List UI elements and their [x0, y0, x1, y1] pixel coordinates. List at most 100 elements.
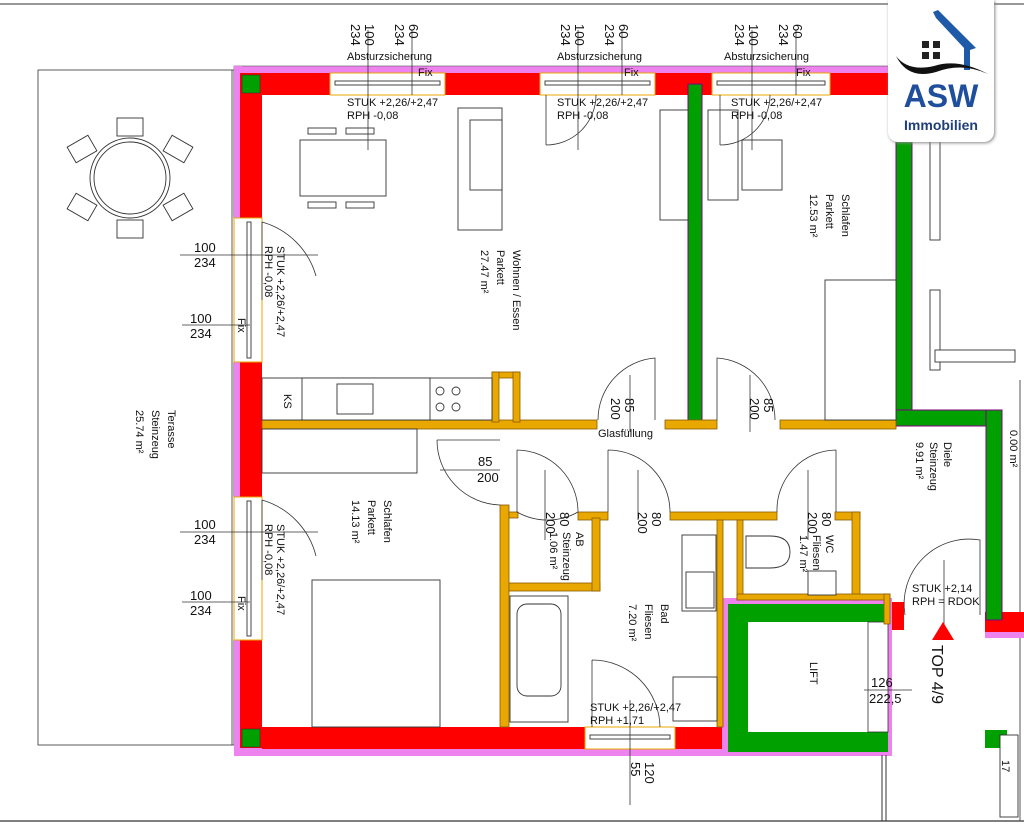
rph-label: RPH -0,08 [347, 110, 398, 122]
dim-height: 234 [732, 24, 747, 46]
left-window-labels: 100 234 100 234 100 234 100 234 Fix Fix … [190, 240, 286, 618]
partition-walls [261, 371, 897, 728]
dim-height: 234 [392, 24, 407, 46]
fridge-label: KS [281, 394, 293, 409]
glass-fill-label: Glasfüllung [598, 428, 653, 440]
left-windows [233, 217, 676, 750]
dim-height: 234 [190, 603, 212, 618]
room-wc: WC Fliesen 1.47 m² [797, 535, 835, 573]
window-label: Absturzsicherung [347, 51, 432, 63]
door-swings [180, 30, 981, 805]
asw-logo: ASW Immobilien [888, 0, 994, 142]
page-frame [0, 3, 1024, 822]
room-floor: Steinzeug [149, 410, 161, 459]
room-area: 25.74 m² [133, 410, 145, 454]
window-label: Absturzsicherung [724, 51, 809, 63]
cooktop-icon [435, 386, 461, 412]
round-table-with-chairs [66, 117, 194, 239]
rph-label: RPH +1,71 [590, 715, 644, 727]
room-floor: Steinzeug [927, 442, 939, 491]
fix-label: Fix [235, 318, 247, 333]
dim-width: 120 [642, 762, 657, 784]
green-walls [687, 83, 1007, 748]
dim-width: 60 [616, 24, 631, 38]
rph-label: RPH -0,08 [262, 524, 274, 575]
dim-height: 200 [747, 398, 762, 420]
partial-area-label: 0.00 m² [1007, 430, 1019, 468]
room-floor: Parkett [365, 500, 377, 535]
room-wohnen: Wohnen / Essen Parkett 27.47 m² [478, 250, 522, 331]
room-floor: Fliesen [810, 535, 822, 570]
fix-label: Fix [418, 67, 433, 79]
room-area: 1.47 m² [797, 535, 809, 573]
room-area: 7.20 m² [626, 604, 638, 642]
dim-height: 55 [628, 762, 643, 776]
dim-width: 100 [190, 588, 212, 603]
dim-width: 85 [622, 398, 637, 412]
room-floor: Parkett [823, 194, 835, 229]
room-floor: Parkett [494, 250, 506, 285]
dim-height: 234 [558, 24, 573, 46]
dim-width: 80 [819, 512, 834, 526]
window-label: Absturzsicherung [557, 51, 642, 63]
room-name: Bad [658, 604, 670, 624]
dim-width: 80 [649, 512, 664, 526]
room-name: Schlafen [839, 194, 851, 237]
dim-width: 60 [406, 24, 421, 38]
dim-width: 60 [790, 24, 805, 38]
dim-height: 234 [348, 24, 363, 46]
dim-width: 85 [761, 398, 776, 412]
dim-width: 85 [478, 454, 492, 469]
fix-label: Fix [235, 596, 247, 611]
dim-height: 200 [477, 470, 499, 485]
entrance-rph: RPH = RDOK [912, 596, 980, 608]
lift-shaft [722, 598, 892, 756]
room-area: 1.06 m² [547, 532, 559, 570]
room-schlafen-1: Schlafen Parkett 12.53 m² [807, 194, 851, 238]
room-floor: Steinzeug [560, 532, 572, 581]
room-lift: LIFT [807, 662, 819, 685]
exterior-walls [233, 65, 1024, 756]
room-floor: Fliesen [642, 604, 654, 639]
room-terrasse: Terasse Steinzeug 25.74 m² [133, 410, 177, 459]
room-diele: Diele Steinzeug 9.91 m² [913, 442, 953, 491]
dim-height: 234 [194, 532, 216, 547]
rph-label: RPH -0,08 [731, 110, 782, 122]
logo-brand: ASW [903, 78, 979, 114]
logo-sub: Immobilien [904, 117, 978, 133]
dim-height: 234 [602, 24, 617, 46]
dim-height: 234 [776, 24, 791, 46]
dim-height: 200 [543, 512, 558, 534]
dim-height: 200 [805, 512, 820, 534]
dim-width: 100 [572, 24, 587, 46]
room-name: AB [573, 532, 585, 547]
dim-width: 100 [362, 24, 377, 46]
room-name: Wohnen / Essen [510, 250, 522, 331]
stuk-label: STUK +2,26/+2,47 [731, 97, 822, 109]
room-schlafen-2: Schlafen Parkett 14.13 m² [349, 500, 393, 544]
dim-width: 80 [557, 512, 572, 526]
dim-width: 100 [190, 311, 212, 326]
unit-label: TOP 4/9 [928, 645, 945, 704]
stuk-label: STUK +2,26/+2,47 [274, 524, 286, 615]
entrance-arrow-icon [932, 622, 954, 640]
dim-height: 200 [635, 512, 650, 534]
rph-label: RPH -0,08 [262, 246, 274, 297]
dim-width: 100 [194, 240, 216, 255]
top-windows [329, 72, 831, 96]
room-area: 14.13 m² [349, 500, 361, 544]
stuk-label: STUK +2,26/+2,47 [590, 702, 681, 714]
entrance-stuk: STUK +2,14 [912, 583, 972, 595]
stuk-label: STUK +2,26/+2,47 [557, 97, 648, 109]
top-window-labels: Absturzsicherung Absturzsicherung Abstur… [347, 24, 822, 122]
dim-width: 100 [746, 24, 761, 46]
fix-label: Fix [796, 67, 811, 79]
stuk-label: STUK +2,26/+2,47 [347, 97, 438, 109]
house-icon [896, 10, 988, 74]
room-area: 27.47 m² [478, 250, 490, 294]
furniture [261, 99, 1019, 821]
lift-door-height: 222,5 [869, 691, 902, 706]
room-name: Schlafen [381, 500, 393, 543]
dim-height: 234 [194, 255, 216, 270]
